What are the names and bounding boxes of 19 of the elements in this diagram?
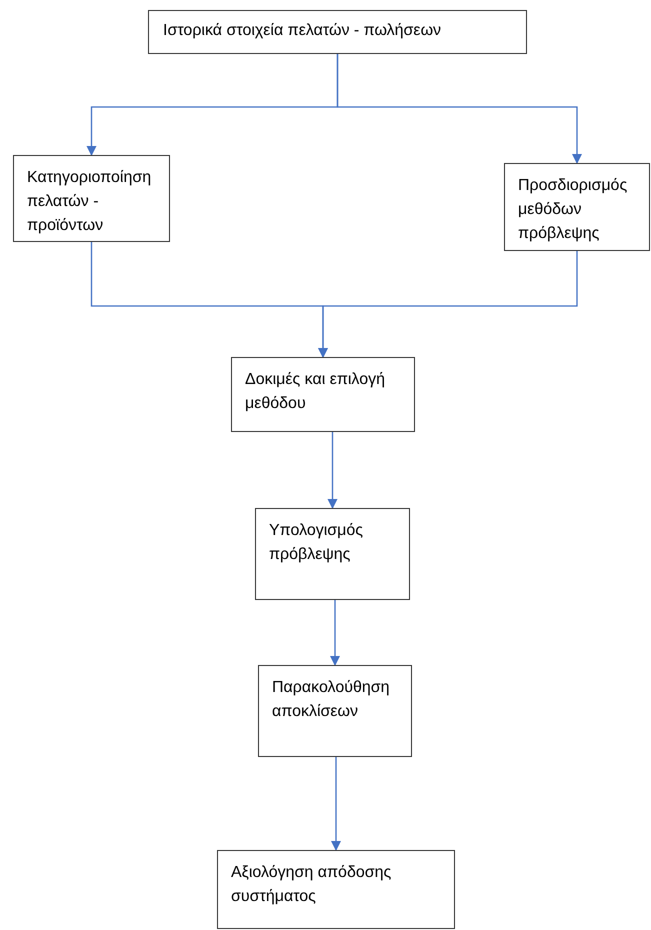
- process-box: [231, 357, 415, 432]
- arrow: [331, 757, 341, 851]
- process-box: [13, 155, 170, 242]
- process-box: [258, 665, 412, 757]
- process-box: [148, 10, 527, 54]
- arrow: [328, 432, 338, 509]
- arrow: [336, 54, 582, 164]
- process-box: [504, 163, 650, 251]
- process-box: [217, 850, 455, 929]
- box-text: Παρακολούθηση αποκλίσεων: [272, 678, 391, 722]
- box-text: Ιστορικά στοιχεία πελατών - πωλήσεων: [163, 21, 442, 41]
- box-text: Υπολογισμός πρόβλεψης: [269, 521, 364, 565]
- box-text: Αξιολόγηση απόδοσης συστήματος: [231, 863, 392, 907]
- box-text: Δοκιμές και επιλογή μεθόδου: [245, 370, 386, 414]
- arrow: [318, 251, 578, 358]
- box-text: Προσδιορισμός μεθόδων πρόβλεψης: [518, 176, 628, 244]
- process-box: [255, 508, 410, 600]
- box-text: Κατηγοριοποίηση πελατών - προϊόντων: [27, 168, 152, 236]
- arrow: [330, 600, 340, 666]
